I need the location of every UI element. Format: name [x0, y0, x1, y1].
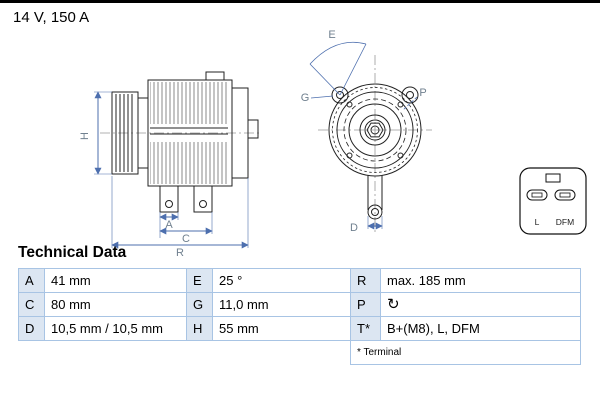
spec-value-g: 11,0 mm — [212, 292, 351, 317]
dim-label-p: P — [419, 87, 426, 99]
dimension-labels: H A C R E G P D — [79, 29, 427, 259]
technical-drawing: L DFM H A C R E G — [79, 29, 587, 259]
side-view-drawing — [111, 71, 259, 213]
technical-data-section: A 41 mm E 25 ° R max. 185 mm C 80 mm G 1… — [18, 268, 581, 365]
spec-value-r: max. 185 mm — [380, 268, 581, 293]
spec-value-h: 55 mm — [212, 316, 351, 341]
connector-pin-l-label: L — [535, 217, 540, 227]
connector-detail — [519, 167, 587, 235]
dim-label-d: D — [350, 222, 358, 234]
spec-value-t: B+(M8), L, DFM — [380, 316, 581, 341]
spec-value-d: 10,5 mm / 10,5 mm — [44, 316, 187, 341]
top-border — [0, 0, 600, 3]
dim-label-c: C — [182, 233, 190, 245]
technical-data-table: A 41 mm E 25 ° R max. 185 mm C 80 mm G 1… — [18, 268, 581, 365]
spec-key-r: R — [350, 268, 381, 293]
dim-label-h: H — [79, 132, 91, 140]
dim-label-r: R — [176, 247, 184, 259]
spec-key-a: A — [18, 268, 45, 293]
dim-label-a: A — [165, 219, 173, 231]
spec-key-p: P — [350, 292, 381, 317]
product-rating: 14 V, 150 A — [13, 9, 90, 26]
spec-key-d: D — [18, 316, 45, 341]
spec-key-c: C — [18, 292, 45, 317]
dim-label-e: E — [328, 29, 335, 41]
footnote-spacer — [18, 340, 351, 364]
dim-label-g: G — [301, 92, 310, 104]
spec-value-a: 41 mm — [44, 268, 187, 293]
spec-key-h: H — [186, 316, 213, 341]
dimension-lines — [94, 41, 418, 249]
rotation-direction-icon: ↻ — [380, 292, 581, 317]
table-row-footnote: * Terminal — [18, 340, 581, 365]
spec-key-e: E — [186, 268, 213, 293]
technical-data-title: Technical Data — [18, 244, 127, 261]
terminal-footnote: * Terminal — [350, 340, 581, 365]
spec-value-c: 80 mm — [44, 292, 187, 317]
connector-pin-dfm-label: DFM — [556, 217, 574, 227]
spec-value-e: 25 ° — [212, 268, 351, 293]
spec-key-t: T* — [350, 316, 381, 341]
table-row: C 80 mm G 11,0 mm P ↻ — [18, 292, 581, 317]
spec-key-g: G — [186, 292, 213, 317]
table-row: D 10,5 mm / 10,5 mm H 55 mm T* B+(M8), L… — [18, 316, 581, 341]
table-row: A 41 mm E 25 ° R max. 185 mm — [18, 268, 581, 293]
front-view-drawing — [328, 83, 422, 220]
